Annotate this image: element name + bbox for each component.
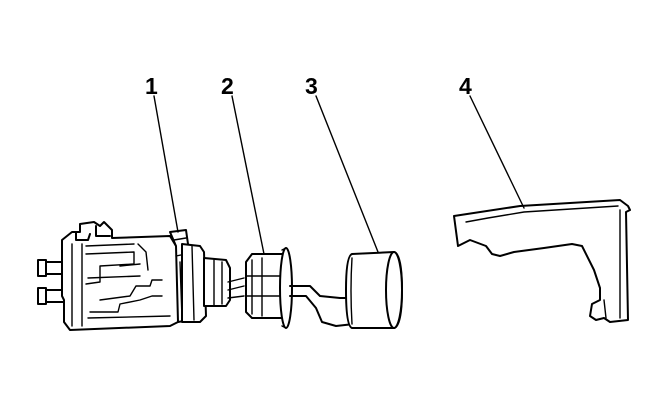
callout-4: 4: [459, 73, 472, 99]
leader-line-1: [153, 95, 179, 233]
leader-lines: [153, 95, 525, 255]
bracket-cover: [453, 199, 631, 323]
leader-line-4: [469, 95, 525, 209]
bulb-seal: [245, 247, 293, 329]
cap-grommet: [345, 251, 403, 329]
leader-line-2: [231, 95, 265, 255]
callout-2: 2: [221, 73, 234, 99]
leader-line-3: [315, 95, 379, 253]
callout-3: 3: [305, 73, 318, 99]
socket-wires: [227, 277, 245, 299]
socket-housing: [37, 221, 231, 331]
pigtail-wire: [289, 285, 355, 327]
callout-labels: 1 2 3 4: [145, 73, 472, 99]
callout-1: 1: [145, 73, 158, 99]
